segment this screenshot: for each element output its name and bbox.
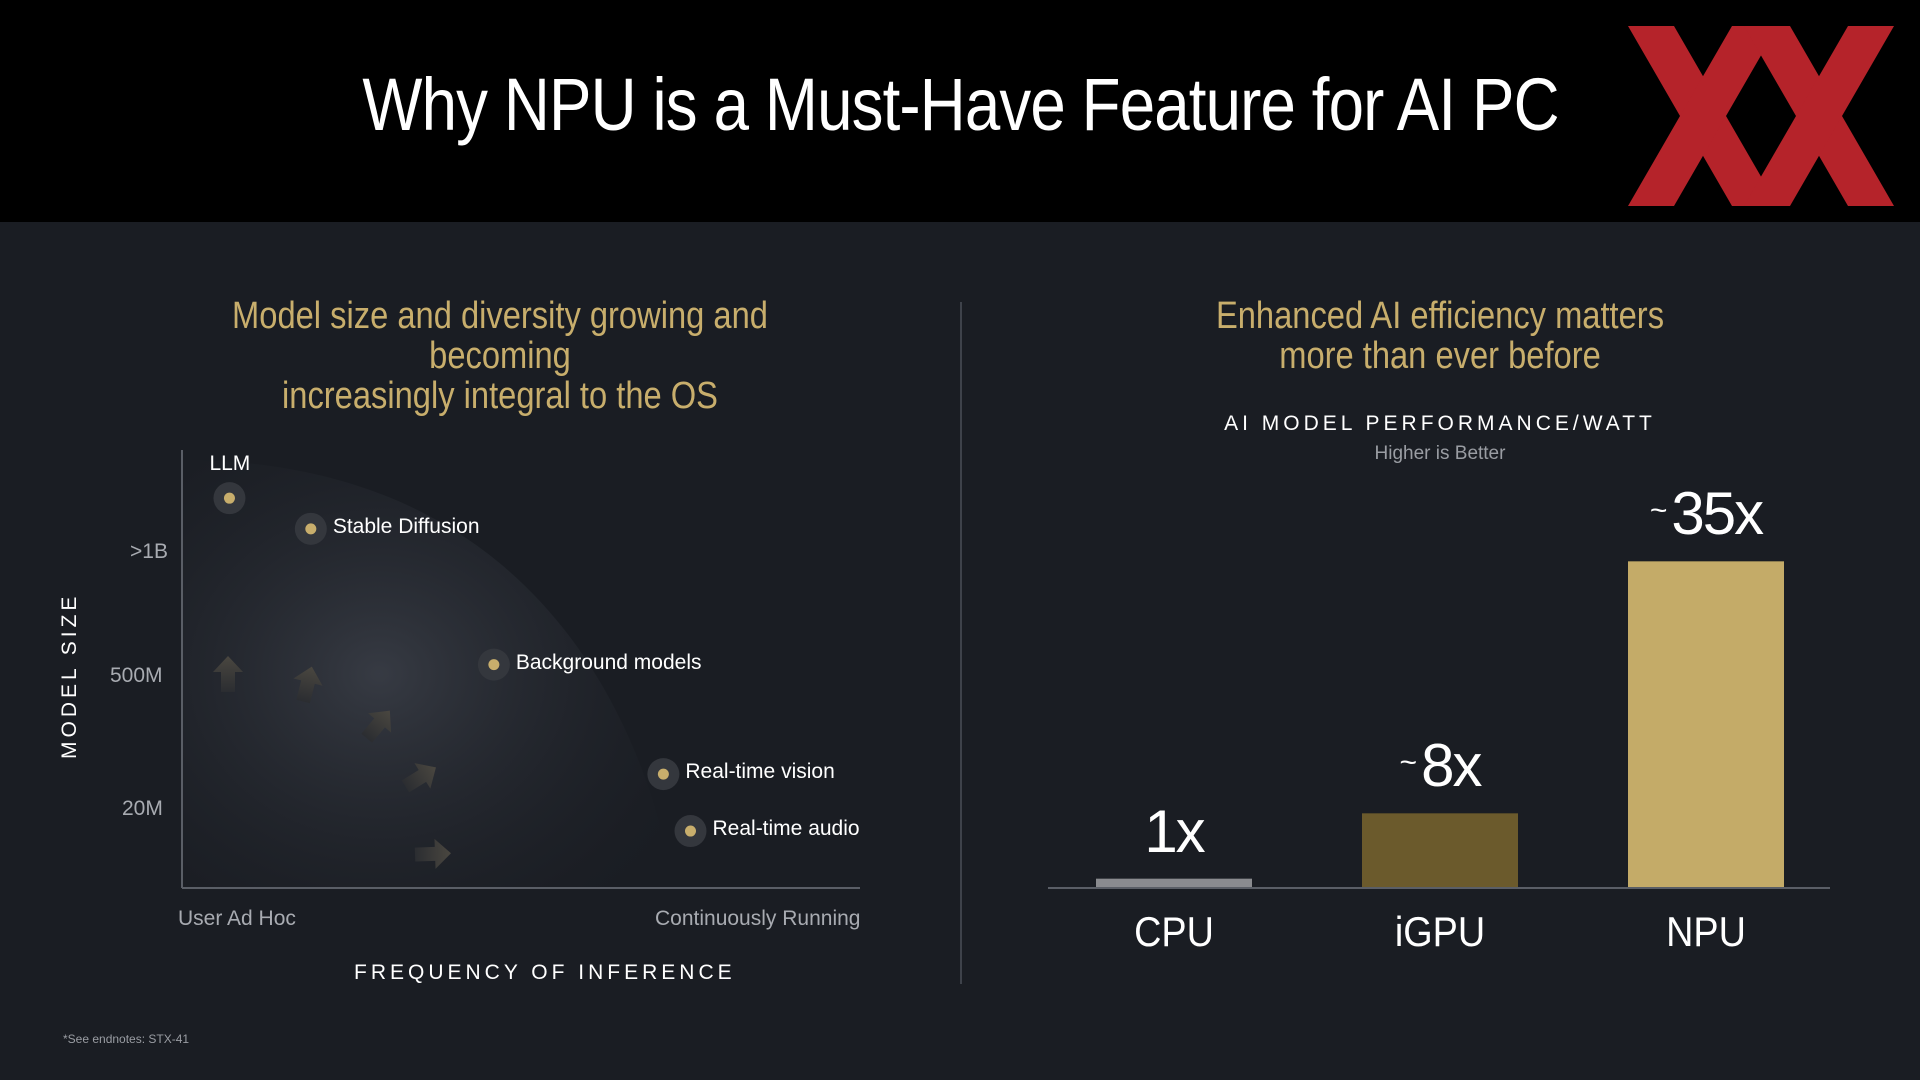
scatter-points xyxy=(213,482,707,848)
scatter-point-label: Background models xyxy=(515,650,702,674)
slide-title: Why NPU is a Must-Have Feature for AI PC xyxy=(362,63,1559,146)
bar-cpu xyxy=(1096,878,1252,888)
growth-arrows xyxy=(213,656,451,869)
bar-chart-title: AI MODEL PERFORMANCE/WATT xyxy=(1224,412,1656,435)
scatter-point xyxy=(305,523,317,535)
footnote: *See endnotes: STX-41 xyxy=(63,1032,190,1046)
growth-arrow xyxy=(293,666,323,704)
bar-value-number: 1x xyxy=(1144,797,1205,865)
scatter-point-label: Real-time audio xyxy=(712,817,860,841)
x-axis-title: FREQUENCY OF INFERENCE xyxy=(354,961,736,984)
brand-x-logo-icon xyxy=(1628,26,1894,206)
model-size-chart xyxy=(181,450,860,889)
bar-value-label: 1x xyxy=(1054,797,1294,866)
bar-igpu xyxy=(1362,813,1518,888)
approx-tilde: ~ xyxy=(1399,746,1418,780)
scatter-point-label: Stable Diffusion xyxy=(332,514,480,538)
bar-npu xyxy=(1628,561,1784,888)
model-growth-area xyxy=(182,460,675,888)
slide-header: Why NPU is a Must-Have Feature for AI PC xyxy=(0,0,1920,222)
right-panel-heading: Enhanced AI efficiency matters more than… xyxy=(1113,296,1767,376)
scatter-point-label: Real-time vision xyxy=(685,760,835,784)
y-tick-500m: 500M xyxy=(110,664,163,687)
growth-arrow xyxy=(213,656,243,692)
left-heading-line-2: increasingly integral to the OS xyxy=(282,375,718,417)
scatter-point xyxy=(488,659,500,671)
y-tick-1b: >1B xyxy=(130,540,168,563)
left-panel-heading: Model size and diversity growing and bec… xyxy=(182,296,818,416)
bar-value-number: 35x xyxy=(1671,480,1764,548)
scatter-point-label: LLM xyxy=(209,452,251,476)
scatter-point xyxy=(657,768,669,780)
bar-value-label: ~8x xyxy=(1320,731,1560,800)
scatter-point xyxy=(223,492,235,504)
bar-category-label: iGPU xyxy=(1394,908,1486,955)
bar-value-number: 8x xyxy=(1421,732,1482,800)
scatter-point xyxy=(685,825,696,837)
bars xyxy=(1096,561,1784,888)
growth-arrow xyxy=(414,838,451,869)
bar-category-label: CPU xyxy=(1134,908,1214,955)
bar-value-label: ~35x xyxy=(1586,479,1826,548)
right-heading-line-2: more than ever before xyxy=(1279,335,1601,377)
y-tick-20m: 20M xyxy=(122,797,163,820)
left-heading-line-1: Model size and diversity growing and bec… xyxy=(232,295,768,377)
bar-chart-subtitle: Higher is Better xyxy=(1374,443,1506,464)
bar-category-label: NPU xyxy=(1666,908,1746,955)
right-heading-line-1: Enhanced AI efficiency matters xyxy=(1215,295,1665,337)
approx-tilde: ~ xyxy=(1649,494,1668,528)
x-tick-continuously-running: Continuously Running xyxy=(655,907,861,930)
panel-divider xyxy=(960,302,962,984)
growth-arrow xyxy=(361,710,392,743)
x-tick-user-ad-hoc: User Ad Hoc xyxy=(178,907,296,930)
growth-arrow xyxy=(401,763,436,793)
